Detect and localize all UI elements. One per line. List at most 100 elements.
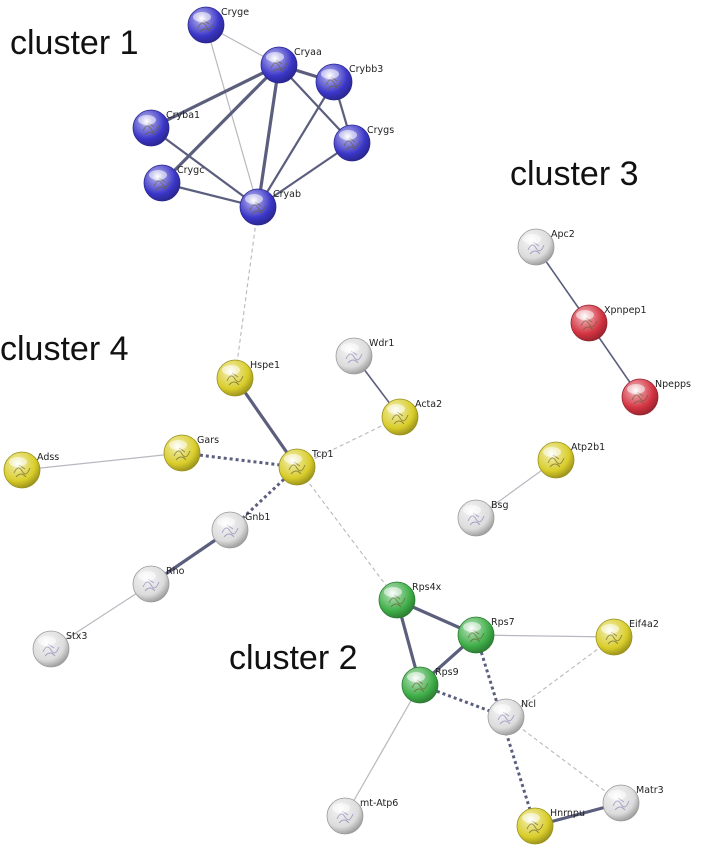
node-ball-gnb1[interactable] bbox=[211, 511, 249, 549]
node-highlight bbox=[193, 12, 211, 22]
node-ball-adss[interactable] bbox=[3, 451, 41, 489]
node-ball-cryge[interactable] bbox=[187, 6, 225, 44]
node-label-eif4a2: Eif4a2 bbox=[629, 619, 659, 630]
cluster-2-label: cluster 2 bbox=[229, 639, 358, 677]
node-ball-atp2b1[interactable] bbox=[537, 441, 575, 479]
edges-layer bbox=[21, 24, 641, 828]
node-highlight bbox=[576, 310, 594, 320]
node-ball-ncl[interactable] bbox=[487, 698, 525, 736]
node-label-xpnpep1: Xpnpep1 bbox=[604, 305, 647, 316]
node-ball-npepps[interactable] bbox=[621, 378, 659, 416]
node-label-hspe1: Hspe1 bbox=[250, 360, 280, 371]
node-stx3[interactable]: Stx3 bbox=[32, 630, 87, 668]
node-adss[interactable]: Adss bbox=[3, 451, 59, 489]
node-mt-atp6[interactable]: mt-Atp6 bbox=[326, 797, 398, 835]
node-bsg[interactable]: Bsg bbox=[457, 499, 509, 537]
node-highlight bbox=[523, 234, 541, 244]
node-label-wdr1: Wdr1 bbox=[369, 338, 394, 349]
node-eif4a2[interactable]: Eif4a2 bbox=[595, 618, 659, 656]
node-rps9[interactable]: Rps9 bbox=[401, 666, 459, 704]
node-ball-rps7[interactable] bbox=[457, 616, 495, 654]
node-ball-stx3[interactable] bbox=[32, 630, 70, 668]
node-highlight bbox=[387, 404, 405, 414]
node-ball-xpnpep1[interactable] bbox=[570, 304, 608, 342]
node-ball-acta2[interactable] bbox=[381, 398, 419, 436]
node-ball-bsg[interactable] bbox=[457, 499, 495, 537]
node-ball-eif4a2[interactable] bbox=[595, 618, 633, 656]
node-label-apc2: Apc2 bbox=[551, 229, 575, 240]
node-ball-apc2[interactable] bbox=[517, 228, 555, 266]
node-label-rps7: Rps7 bbox=[491, 617, 515, 628]
cluster-4-label: cluster 4 bbox=[0, 330, 129, 368]
node-label-rho: Rho bbox=[166, 566, 185, 577]
node-ball-crygc[interactable] bbox=[143, 164, 181, 202]
node-label-cryba1: Cryba1 bbox=[166, 110, 200, 121]
edge-gars-tcp1 bbox=[181, 451, 298, 469]
node-cryge[interactable]: Cryge bbox=[187, 6, 249, 44]
node-label-gars: Gars bbox=[197, 435, 219, 446]
node-label-cryaa: Cryaa bbox=[294, 47, 322, 58]
node-crygs[interactable]: Crygs bbox=[333, 124, 394, 162]
node-gars[interactable]: Gars bbox=[163, 434, 219, 472]
node-highlight bbox=[321, 69, 339, 79]
node-highlight bbox=[601, 624, 619, 634]
node-ball-rps9[interactable] bbox=[401, 666, 439, 704]
node-xpnpep1[interactable]: Xpnpep1 bbox=[570, 304, 647, 342]
node-highlight bbox=[384, 587, 402, 597]
node-npepps[interactable]: Npepps bbox=[621, 378, 691, 416]
node-label-tcp1: Tcp1 bbox=[311, 449, 334, 460]
node-ball-hspe1[interactable] bbox=[216, 359, 254, 397]
node-highlight bbox=[332, 803, 350, 813]
node-label-npepps: Npepps bbox=[655, 379, 691, 390]
node-highlight bbox=[522, 813, 540, 823]
node-hspe1[interactable]: Hspe1 bbox=[216, 359, 280, 397]
node-label-crygc: Crygc bbox=[177, 165, 204, 176]
edge-cryge-cryab bbox=[205, 24, 259, 208]
node-ball-matr3[interactable] bbox=[602, 784, 640, 822]
edge-ncl-matr3 bbox=[505, 716, 622, 804]
node-acta2[interactable]: Acta2 bbox=[381, 398, 442, 436]
node-atp2b1[interactable]: Atp2b1 bbox=[537, 441, 605, 479]
node-ball-rps4x[interactable] bbox=[378, 581, 416, 619]
node-highlight bbox=[149, 170, 167, 180]
node-gnb1[interactable]: Gnb1 bbox=[211, 511, 270, 549]
node-highlight bbox=[463, 622, 481, 632]
edge-crybb3-cryab bbox=[257, 81, 335, 208]
node-matr3[interactable]: Matr3 bbox=[602, 784, 664, 822]
node-highlight bbox=[222, 365, 240, 375]
node-hnrnpu[interactable]: Hnrnpu bbox=[516, 807, 585, 845]
node-tcp1[interactable]: Tcp1 bbox=[278, 448, 334, 486]
node-rho[interactable]: Rho bbox=[132, 565, 185, 603]
node-wdr1[interactable]: Wdr1 bbox=[335, 337, 394, 375]
node-rps7[interactable]: Rps7 bbox=[457, 616, 515, 654]
edge-rps9-mt-atp6 bbox=[344, 684, 421, 817]
node-rps4x[interactable]: Rps4x bbox=[378, 581, 442, 619]
node-cryab[interactable]: Cryab bbox=[239, 188, 301, 226]
node-ball-hnrnpu[interactable] bbox=[516, 807, 554, 845]
node-ball-crybb3[interactable] bbox=[315, 63, 353, 101]
node-ball-crygs[interactable] bbox=[333, 124, 371, 162]
node-ball-rho[interactable] bbox=[132, 565, 170, 603]
node-apc2[interactable]: Apc2 bbox=[517, 228, 575, 266]
node-ncl[interactable]: Ncl bbox=[487, 698, 536, 736]
node-highlight bbox=[407, 672, 425, 682]
node-highlight bbox=[284, 454, 302, 464]
node-highlight bbox=[38, 636, 56, 646]
node-ball-gars[interactable] bbox=[163, 434, 201, 472]
node-ball-cryba1[interactable] bbox=[132, 109, 170, 147]
node-crygc[interactable]: Crygc bbox=[143, 164, 204, 202]
node-highlight bbox=[266, 52, 284, 62]
node-label-hnrnpu: Hnrnpu bbox=[550, 808, 585, 819]
node-ball-wdr1[interactable] bbox=[335, 337, 373, 375]
node-ball-tcp1[interactable] bbox=[278, 448, 316, 486]
node-label-rps4x: Rps4x bbox=[412, 582, 442, 593]
node-cryaa[interactable]: Cryaa bbox=[260, 46, 322, 84]
node-label-cryab: Cryab bbox=[273, 189, 301, 200]
node-ball-mt-atp6[interactable] bbox=[326, 797, 364, 835]
node-cryba1[interactable]: Cryba1 bbox=[132, 109, 200, 147]
node-crybb3[interactable]: Crybb3 bbox=[315, 63, 383, 101]
edge-cryaa-cryba1 bbox=[150, 63, 280, 130]
node-ball-cryab[interactable] bbox=[239, 188, 277, 226]
node-ball-cryaa[interactable] bbox=[260, 46, 298, 84]
